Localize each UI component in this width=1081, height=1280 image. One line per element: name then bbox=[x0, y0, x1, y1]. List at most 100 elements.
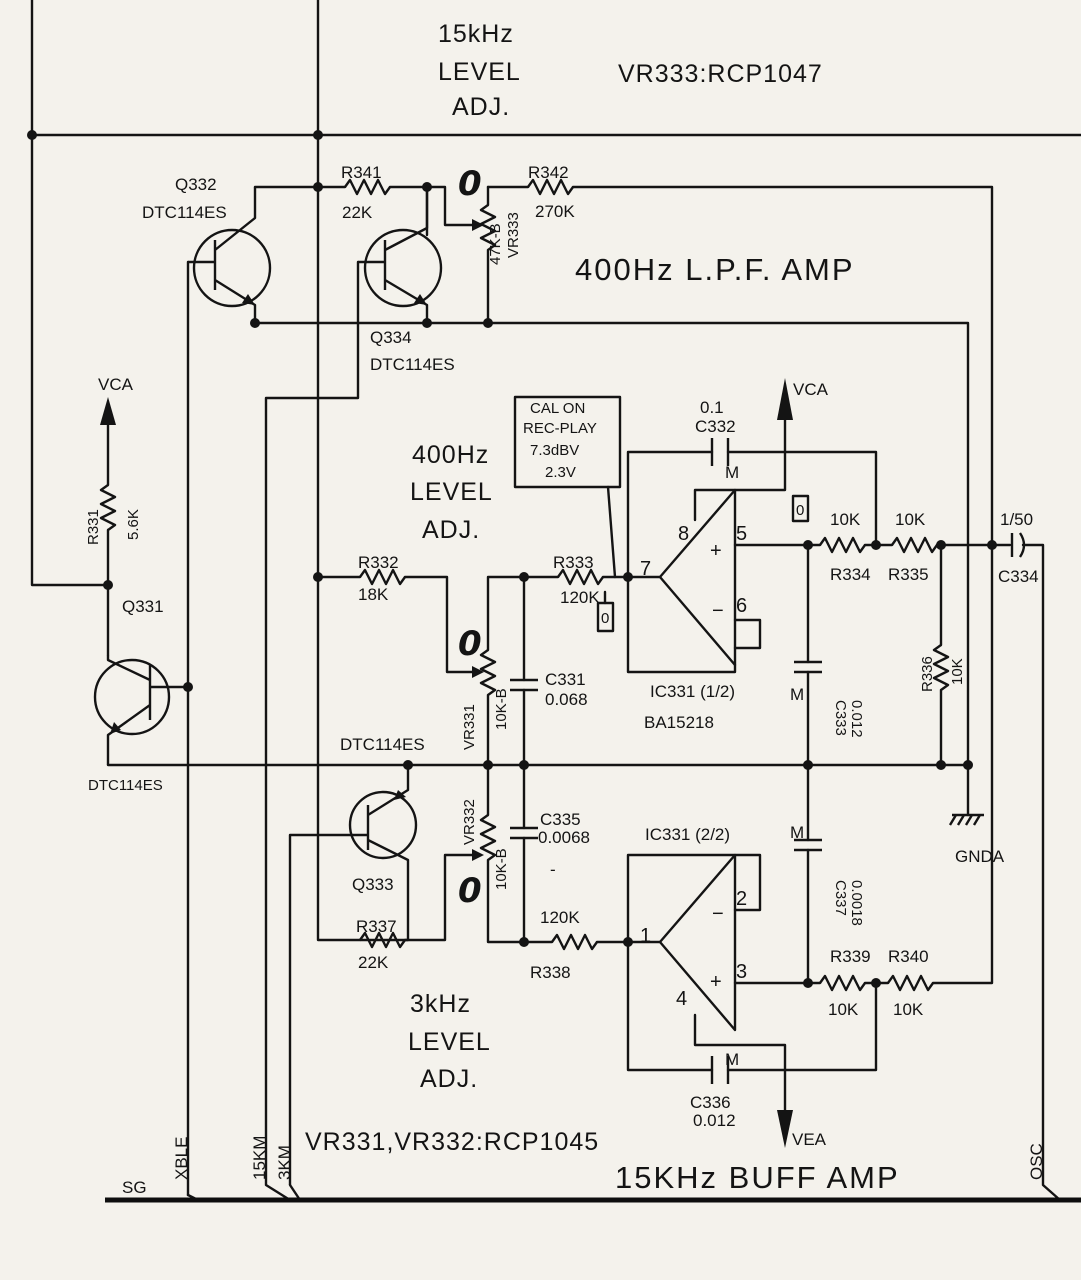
pot-vr331 bbox=[479, 649, 497, 765]
wire bbox=[425, 185, 476, 227]
test-point-zero: 0 bbox=[458, 624, 482, 664]
ic331b-ref: IC331 (2/2) bbox=[645, 825, 730, 844]
vr331-332-part-note: VR331,VR332:RCP1045 bbox=[305, 1128, 599, 1156]
3km-label: 3KM bbox=[275, 1145, 294, 1180]
r332-ref: R332 bbox=[358, 553, 399, 572]
opamp-ic331b bbox=[658, 853, 737, 1032]
resistor-r333 bbox=[557, 568, 604, 586]
wire bbox=[486, 575, 526, 652]
gnda-label: GNDA bbox=[955, 847, 1005, 866]
xble-label: XBLE bbox=[172, 1137, 191, 1180]
wire-c332 bbox=[626, 450, 878, 579]
junction bbox=[871, 540, 881, 550]
svg-text:ADJ.: ADJ. bbox=[452, 93, 510, 121]
r336-ref: R336 bbox=[919, 656, 936, 692]
opamp-ic331a bbox=[658, 488, 737, 667]
r337-value: 22K bbox=[358, 953, 389, 972]
ic331a-pin6: 6 bbox=[736, 595, 747, 617]
vr331-value: 10K-B bbox=[493, 688, 510, 730]
q334-type: DTC114ES bbox=[370, 355, 455, 374]
wire-osc bbox=[1021, 543, 1062, 1202]
wire-left-vertical bbox=[30, 0, 110, 587]
wire-feedback bbox=[733, 618, 762, 650]
ic331a-pin7: 7 bbox=[640, 558, 651, 580]
test-point-zero: 0 bbox=[458, 871, 482, 911]
q334-leads bbox=[358, 187, 429, 323]
r334-value: 10K bbox=[830, 510, 861, 529]
emitter-arrow-icon bbox=[110, 722, 121, 734]
test-point-box-label: 0 bbox=[796, 502, 804, 519]
c337-mark: M bbox=[790, 823, 804, 842]
wire-center-vertical bbox=[316, 0, 362, 942]
wire-feedback bbox=[626, 853, 762, 944]
cal-line-2: REC-PLAY bbox=[523, 420, 597, 437]
test-point-box bbox=[791, 494, 810, 523]
r338-value: 120K bbox=[540, 908, 580, 927]
c337-ref: C337 bbox=[832, 880, 849, 916]
svg-text:15kHz: 15kHz bbox=[438, 20, 514, 48]
c332-value: 0.1 bbox=[700, 398, 724, 417]
r337-ref: R337 bbox=[356, 917, 397, 936]
r340-ref: R340 bbox=[888, 947, 929, 966]
adj-400hz-label: 400Hz LEVEL ADJ. bbox=[410, 441, 492, 544]
r333-ref: R333 bbox=[553, 553, 594, 572]
ic331b-minus: − bbox=[712, 903, 724, 925]
junction bbox=[483, 318, 493, 328]
r335-ref: R335 bbox=[888, 565, 929, 584]
dash-mark: - bbox=[550, 860, 556, 879]
ic331a-pin8: 8 bbox=[678, 523, 689, 545]
q334-ref: Q334 bbox=[370, 328, 412, 347]
r331-ref: R331 bbox=[85, 509, 102, 545]
r333-value: 120K bbox=[560, 588, 600, 607]
wire bbox=[931, 543, 994, 985]
resistor-r341 bbox=[344, 178, 391, 196]
15km-label: 15KM bbox=[250, 1136, 269, 1180]
q331-leads bbox=[106, 655, 188, 765]
c331-ref: C331 bbox=[545, 670, 586, 689]
junction bbox=[313, 130, 323, 140]
wiper-arrow-icon bbox=[472, 849, 484, 861]
resistor-r337 bbox=[359, 931, 406, 949]
c335-value: 0.0068 bbox=[538, 828, 590, 847]
q331-type: DTC114ES bbox=[88, 777, 163, 794]
svg-text:400Hz: 400Hz bbox=[412, 441, 489, 469]
c331-value: 0.068 bbox=[545, 690, 588, 709]
sg-label: SG bbox=[122, 1178, 147, 1197]
vca-right-label: VCA bbox=[793, 380, 829, 399]
transistor-q333 bbox=[348, 790, 418, 860]
wiper-arrow-icon bbox=[472, 666, 484, 678]
r332-value: 18K bbox=[358, 585, 389, 604]
test-point-zero: 0 bbox=[458, 164, 482, 204]
c334-ref: C334 bbox=[998, 567, 1039, 586]
r335-value: 10K bbox=[895, 510, 926, 529]
c333-mark: M bbox=[790, 685, 804, 704]
c332-ref: C332 bbox=[695, 417, 736, 436]
junction bbox=[803, 978, 813, 988]
c336-value: 0.012 bbox=[693, 1111, 736, 1130]
svg-text:ADJ.: ADJ. bbox=[422, 516, 480, 544]
q333-ref: Q333 bbox=[352, 875, 394, 894]
wire-15km bbox=[264, 260, 360, 1202]
cal-info-box bbox=[513, 395, 622, 489]
q333-leads bbox=[288, 765, 410, 1185]
wire-vminus bbox=[693, 1013, 787, 1112]
wire-c336 bbox=[626, 940, 878, 1072]
svg-text:3kHz: 3kHz bbox=[410, 990, 471, 1018]
wire bbox=[571, 185, 994, 547]
resistor-r332 bbox=[359, 568, 406, 586]
ic331a-pin5: 5 bbox=[736, 523, 747, 545]
osc-label: OSC bbox=[1027, 1143, 1046, 1180]
c336-ref: C336 bbox=[690, 1093, 731, 1112]
ic331a-plus: + bbox=[710, 540, 722, 562]
vr331-ref: VR331 bbox=[461, 704, 478, 750]
wiper-arrow-icon bbox=[472, 219, 484, 231]
vca-left-label: VCA bbox=[98, 375, 134, 394]
vea-arrow-icon bbox=[777, 1110, 793, 1148]
capacitor-c332 bbox=[710, 438, 730, 466]
junction bbox=[422, 318, 432, 328]
junction bbox=[183, 682, 193, 692]
ic331a-part: BA15218 bbox=[644, 713, 714, 732]
ic331a-minus: − bbox=[712, 600, 724, 622]
junction bbox=[250, 318, 260, 328]
